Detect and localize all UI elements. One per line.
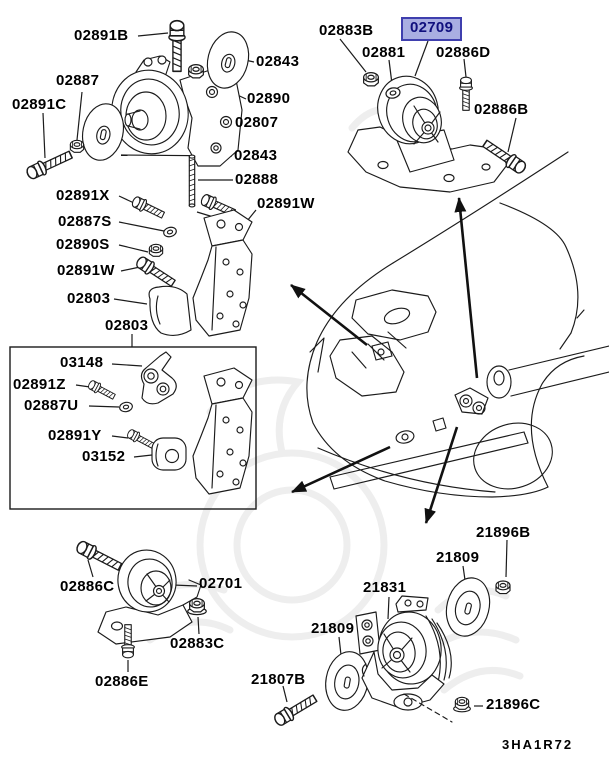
part-label-02891w-lower[interactable]: 02891W [57, 262, 115, 279]
part-label-02891z[interactable]: 02891Z [13, 376, 66, 393]
part-label-02843-left[interactable]: 02843 [234, 147, 278, 164]
sub-assembly-roll-stopper [86, 351, 253, 495]
part-label-02887s[interactable]: 02887S [58, 213, 112, 230]
part-label-02891y[interactable]: 02891Y [48, 427, 102, 444]
part-label-02891x[interactable]: 02891X [56, 187, 110, 204]
part-label-02886e[interactable]: 02886E [95, 673, 149, 690]
part-label-02803-a[interactable]: 02803 [67, 290, 111, 307]
bracket-02803-drawing [148, 209, 253, 337]
part-label-02888[interactable]: 02888 [235, 171, 279, 188]
part-label-02891w-upper[interactable]: 02891W [257, 195, 315, 212]
part-label-03152[interactable]: 03152 [82, 448, 126, 465]
part-label-02887u[interactable]: 02887U [24, 397, 79, 414]
part-label-02886c[interactable]: 02886C [60, 578, 115, 595]
location-arrows [290, 197, 479, 524]
part-label-03148[interactable]: 03148 [60, 354, 104, 371]
part-label-02701[interactable]: 02701 [199, 575, 243, 592]
part-label-02843-right[interactable]: 02843 [256, 53, 300, 70]
mount-21831-drawing [271, 572, 511, 729]
part-label-21807b[interactable]: 21807B [251, 671, 306, 688]
part-label-02881[interactable]: 02881 [362, 44, 406, 61]
part-label-02803-b[interactable]: 02803 [105, 317, 149, 334]
part-label-02883b[interactable]: 02883B [319, 22, 374, 39]
car-front-outline [306, 151, 609, 498]
part-label-02891c[interactable]: 02891C [12, 96, 67, 113]
part-label-21831[interactable]: 21831 [363, 579, 407, 596]
mount-02709-drawing [347, 75, 508, 193]
diagram-code: 3HA1R72 [502, 737, 574, 752]
part-label-02887[interactable]: 02887 [56, 72, 100, 89]
part-label-21896b[interactable]: 21896B [476, 524, 531, 541]
part-label-02886d[interactable]: 02886D [436, 44, 491, 61]
part-label-02883c[interactable]: 02883C [170, 635, 225, 652]
part-label-02891b[interactable]: 02891B [74, 27, 129, 44]
part-label-21809-right[interactable]: 21809 [436, 549, 480, 566]
part-label-21809-left[interactable]: 21809 [311, 620, 355, 637]
part-label-21896c[interactable]: 21896C [486, 696, 541, 713]
sub-assembly-box [9, 346, 257, 510]
part-label-02886b[interactable]: 02886B [474, 101, 529, 118]
part-label-02709-highlighted[interactable]: 02709 [401, 17, 463, 41]
part-label-02890s[interactable]: 02890S [56, 236, 110, 253]
mount-02807-drawing [111, 55, 243, 167]
part-label-02890[interactable]: 02890 [247, 90, 291, 107]
part-label-02807[interactable]: 02807 [235, 114, 279, 131]
mount-02701-drawing [73, 538, 207, 659]
